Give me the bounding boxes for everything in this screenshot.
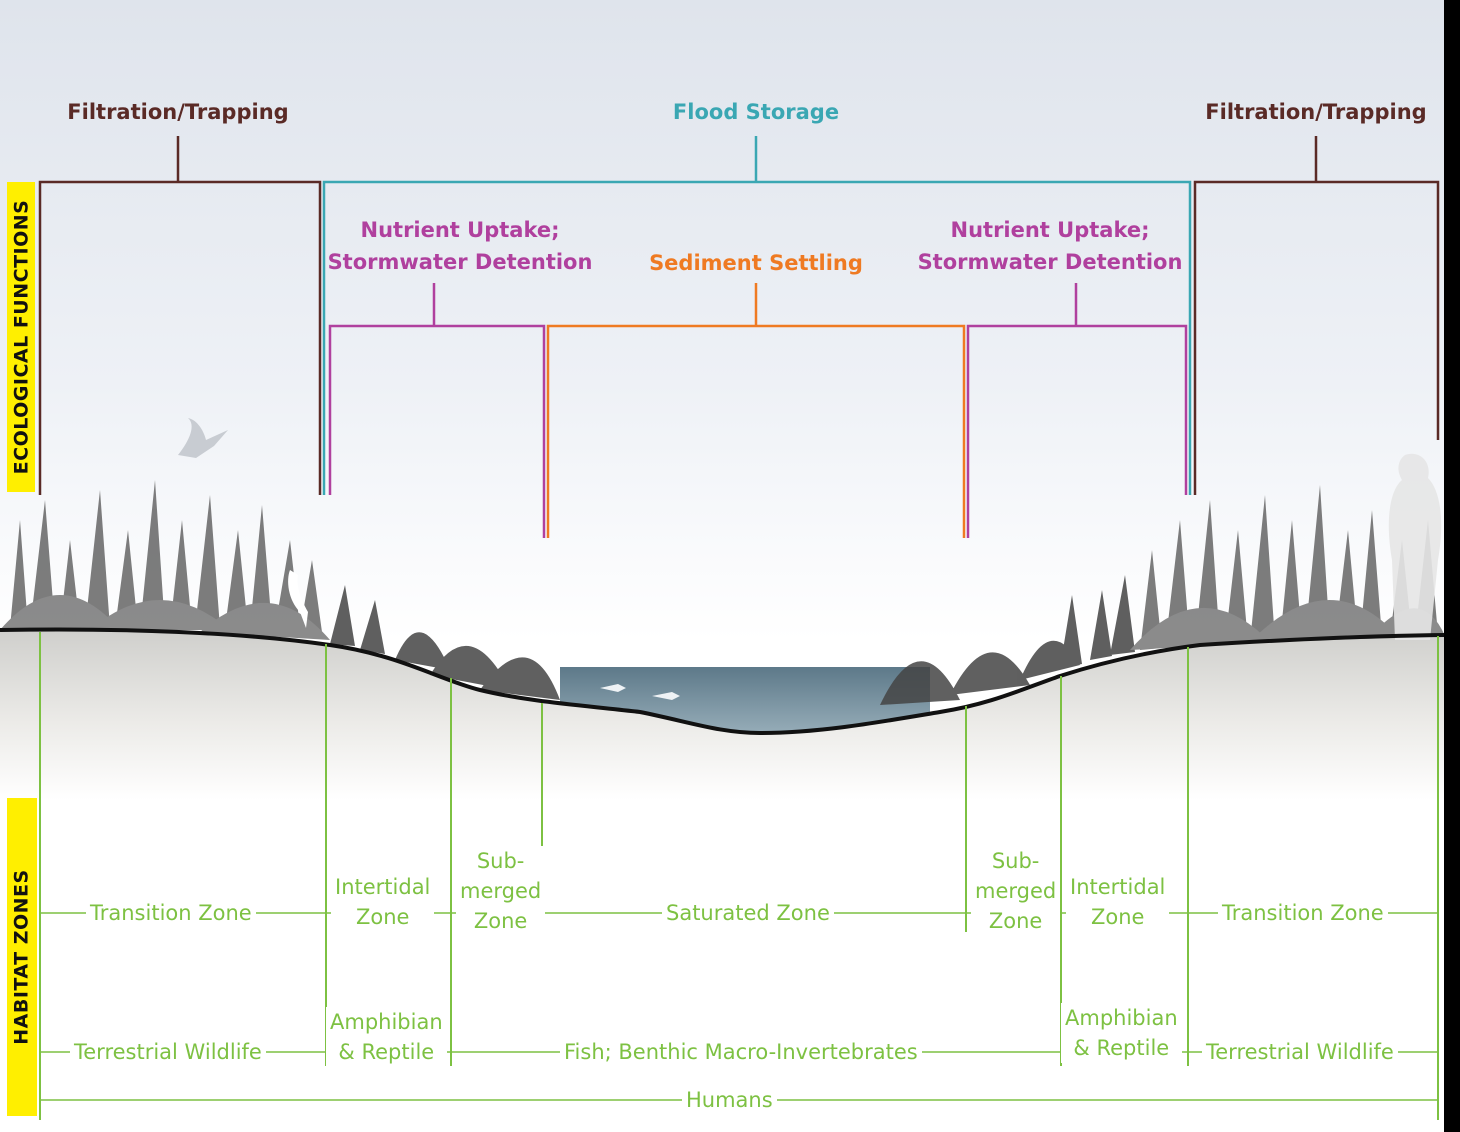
bracket-nutrient-right [966, 283, 1188, 538]
bracket-filtration-left [38, 136, 322, 495]
zone-rows [40, 912, 1438, 1101]
filtration-left-label: Filtration/Trapping [67, 100, 289, 124]
sky-background [0, 0, 1460, 640]
submerged-left-line3: Zone [473, 909, 528, 933]
fish-benthic-label: Fish; Benthic Macro-Invertebrates [560, 1037, 922, 1067]
nutrient-right-line2: Stormwater Detention [917, 250, 1183, 274]
bracket-nutrient-left [328, 283, 546, 538]
intertidal-right-line1: Intertidal [1070, 875, 1166, 899]
intertidal-zone-left: Intertidal Zone [331, 872, 435, 932]
habitat-zones-label: HABITAT ZONES [7, 798, 37, 1116]
intertidal-right-line2: Zone [1090, 905, 1145, 929]
intertidal-left-line1: Intertidal [335, 875, 431, 899]
habitat-zones-text: HABITAT ZONES [11, 869, 34, 1045]
nutrient-left-line1: Nutrient Uptake; [360, 218, 560, 242]
person-silhouette [1388, 453, 1442, 640]
amphibian-right-line2: & Reptile [1073, 1036, 1170, 1060]
soil [0, 629, 1445, 800]
amphibian-right-line1: Amphibian [1065, 1006, 1178, 1030]
fish-silhouette-2 [652, 692, 680, 700]
terrestrial-wildlife-left: Terrestrial Wildlife [70, 1037, 266, 1067]
submerged-zone-right: Sub- merged Zone [971, 846, 1061, 936]
ecological-functions-text: ECOLOGICAL FUNCTIONS [10, 199, 32, 475]
intertidal-left-line2: Zone [355, 905, 410, 929]
intertidal-zone-right: Intertidal Zone [1066, 872, 1170, 932]
flood-storage-label: Flood Storage [672, 100, 840, 124]
submerged-right-line2: merged [975, 879, 1057, 903]
nutrient-right-label: Nutrient Uptake; Stormwater Detention [902, 214, 1198, 278]
amphibian-left-line1: Amphibian [330, 1010, 443, 1034]
bracket-filtration-right [1193, 136, 1440, 495]
filtration-right-label: Filtration/Trapping [1205, 100, 1427, 124]
water [560, 667, 930, 733]
bracket-sediment [546, 283, 966, 538]
transition-zone-left: Transition Zone [86, 898, 256, 928]
saturated-zone: Saturated Zone [662, 898, 834, 928]
nutrient-left-label: Nutrient Uptake; Stormwater Detention [312, 214, 608, 278]
submerged-left-line1: Sub- [476, 849, 525, 873]
terrestrial-wildlife-right: Terrestrial Wildlife [1202, 1037, 1398, 1067]
fish-silhouette-1 [600, 684, 626, 692]
vegetation [0, 480, 1445, 705]
amphibian-left-line2: & Reptile [338, 1040, 435, 1064]
right-edge-bar [1444, 0, 1460, 1132]
bracket-flood-storage [322, 136, 1192, 495]
submerged-right-line1: Sub- [991, 849, 1040, 873]
amphibian-reptile-left: Amphibian & Reptile [326, 1007, 447, 1067]
heron-silhouette [178, 418, 228, 458]
transition-zone-right: Transition Zone [1218, 898, 1388, 928]
submerged-left-line2: merged [460, 879, 542, 903]
amphibian-reptile-right: Amphibian & Reptile [1061, 1003, 1182, 1063]
nutrient-left-line2: Stormwater Detention [327, 250, 593, 274]
humans-label: Humans [682, 1085, 777, 1115]
submerged-zone-left: Sub- merged Zone [456, 846, 546, 936]
sediment-settling-label: Sediment Settling [649, 251, 863, 275]
ecological-functions-label: ECOLOGICAL FUNCTIONS [7, 182, 35, 492]
egret-silhouette [288, 570, 308, 628]
ground-line [0, 627, 1446, 736]
nutrient-right-line1: Nutrient Uptake; [950, 218, 1150, 242]
submerged-right-line3: Zone [988, 909, 1043, 933]
zone-dividers [39, 632, 1439, 1120]
